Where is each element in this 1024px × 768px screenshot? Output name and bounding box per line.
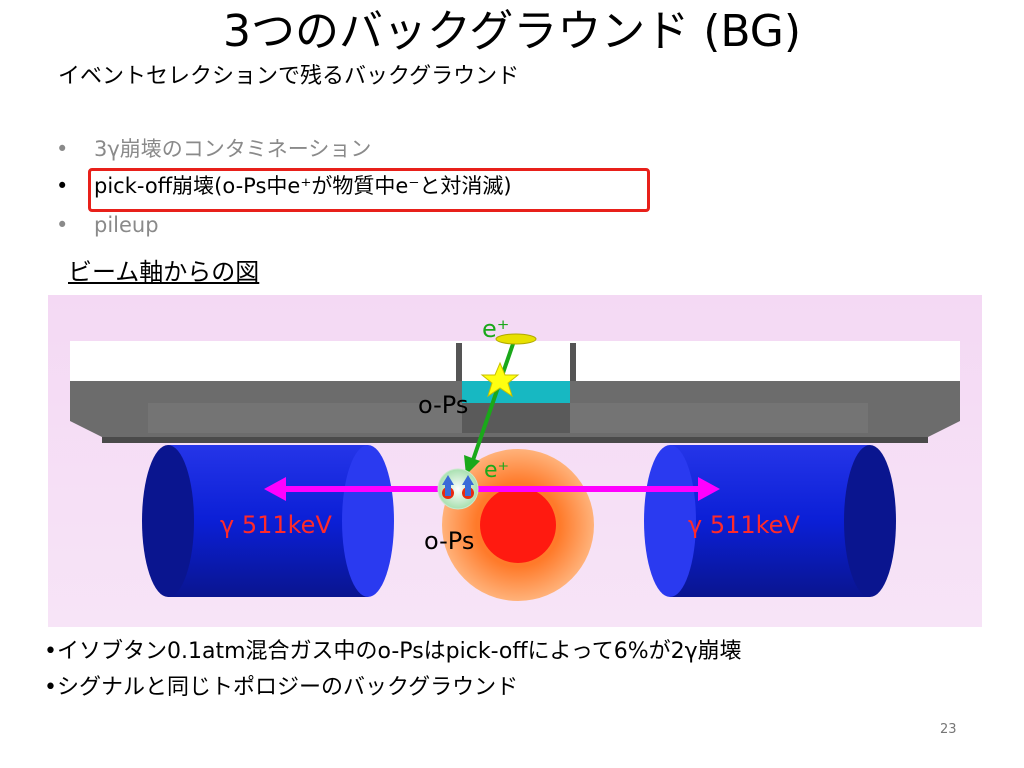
positron-source-disk <box>495 333 537 345</box>
bullet-item-pileup: • pileup <box>56 210 159 240</box>
annihilation-star <box>480 361 520 398</box>
bullet-dot: • <box>56 137 69 161</box>
positron-track <box>464 340 516 475</box>
ops-label-upper: o-Ps <box>418 391 468 419</box>
slide-title: 3つのバックグラウンド (BG) <box>222 6 802 57</box>
positron-label-bottom: e⁺ <box>484 458 509 483</box>
chamber-plate <box>70 341 960 443</box>
bullet-dot: • <box>56 213 69 237</box>
highlight-box <box>88 168 650 212</box>
bullet-item-3gamma: • 3γ崩壊のコンタミネーション <box>56 134 371 164</box>
ops-icon <box>437 468 479 510</box>
gamma-line <box>264 477 720 501</box>
bullet-text: pileup <box>94 213 159 237</box>
gas-cell <box>456 343 576 433</box>
bullet-text: pick-off崩壊(o-Ps中e⁺が物質中e⁻と対消滅) <box>94 174 512 198</box>
slide-subtitle: イベントセレクションで残るバックグラウンド <box>58 64 520 89</box>
beam-axis-diagram: e⁺ e⁺ o-Ps o-Ps γ 511keV γ 511keV <box>48 295 982 627</box>
ops-label-lower: o-Ps <box>424 527 474 555</box>
bullet-dot: • <box>56 174 69 198</box>
bullet-text: 3γ崩壊のコンタミネーション <box>94 137 372 161</box>
detector-right <box>644 445 896 597</box>
gamma-label-left: γ 511keV <box>220 511 332 539</box>
note-same-topology: •シグナルと同じトポロジーのバックグラウンド <box>44 675 519 700</box>
positron-label-top: e⁺ <box>482 315 509 343</box>
bullet-item-pickoff: • pick-off崩壊(o-Ps中e⁺が物質中e⁻と対消滅) <box>56 171 512 201</box>
beam-view-heading: ビーム軸からの図 <box>68 258 260 286</box>
gamma-label-right: γ 511keV <box>688 511 800 539</box>
page-number: 23 <box>940 722 957 737</box>
detector-left <box>142 445 394 597</box>
note-pickoff-rate: •イソブタン0.1atm混合ガス中のo-Psはpick-offによって6%が2γ… <box>44 639 742 664</box>
